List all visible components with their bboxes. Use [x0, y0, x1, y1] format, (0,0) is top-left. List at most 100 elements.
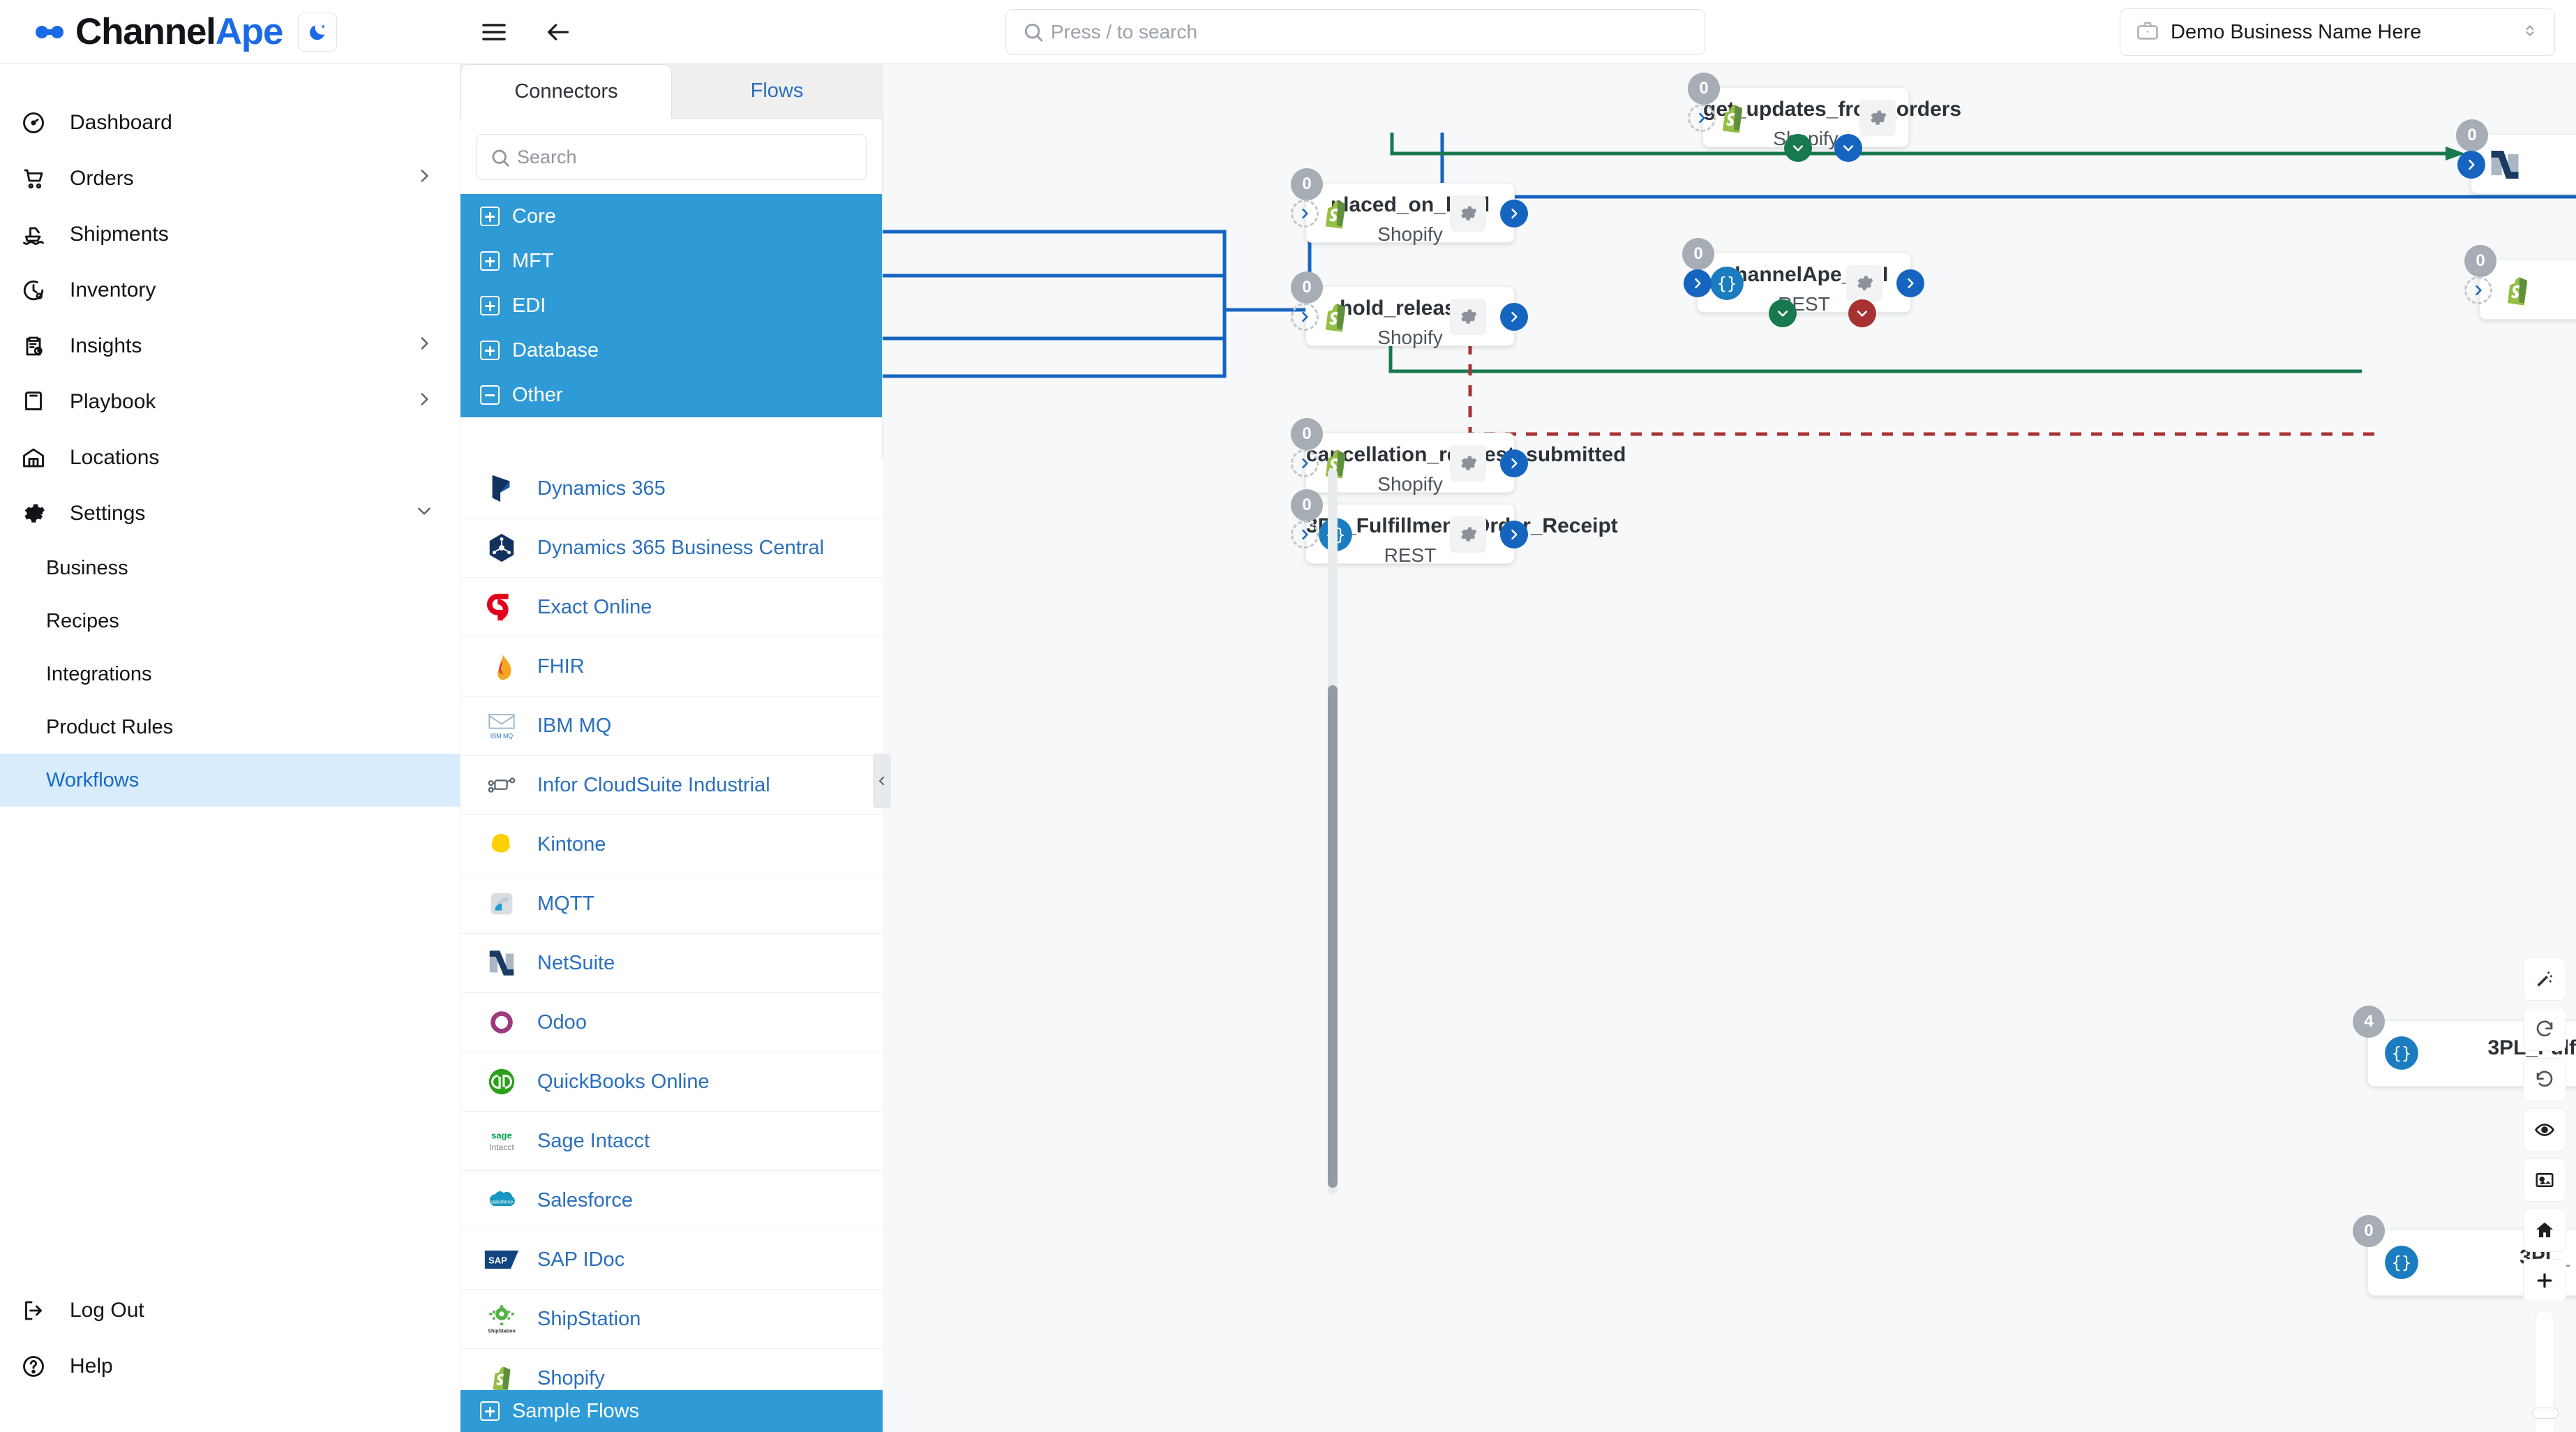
- node-input-port[interactable]: [1688, 104, 1716, 132]
- gear-icon[interactable]: [1859, 100, 1896, 136]
- speedometer-icon: [21, 110, 59, 135]
- connector-item-kintone[interactable]: Kintone: [460, 815, 883, 874]
- zoom-slider[interactable]: [2532, 1309, 2559, 1432]
- node-input-port[interactable]: [1291, 449, 1319, 477]
- connector-item-odoo[interactable]: Odoo: [460, 993, 883, 1052]
- connector-item-quickbooks-online[interactable]: QuickBooks Online: [460, 1052, 883, 1112]
- sidebar-item-dashboard[interactable]: Dashboard: [0, 95, 460, 151]
- tab-flows[interactable]: Flows: [672, 64, 882, 118]
- connector-item-netsuite[interactable]: NetSuite: [460, 934, 883, 993]
- node-input-port[interactable]: [2457, 151, 2485, 179]
- node-output-port[interactable]: [1896, 269, 1924, 297]
- sidebar-item-orders[interactable]: Orders: [0, 151, 460, 207]
- sidebar-item-help[interactable]: Help: [0, 1338, 460, 1394]
- connector-category-core[interactable]: Core: [460, 194, 882, 239]
- hamburger-menu-icon[interactable]: [473, 11, 515, 53]
- shopify-icon: [1714, 100, 1751, 136]
- connector-category-database[interactable]: Database: [460, 328, 882, 373]
- sidebar-item-log-out[interactable]: Log Out: [0, 1283, 460, 1338]
- node-netsuite-partial[interactable]: 0: [2456, 119, 2576, 194]
- node-output-port[interactable]: [1500, 449, 1528, 477]
- chevron-right-icon[interactable]: [415, 167, 433, 191]
- tab-connectors[interactable]: Connectors: [460, 64, 672, 119]
- gear-icon[interactable]: [1450, 299, 1486, 335]
- moon-icon[interactable]: [298, 12, 338, 52]
- connector-item-dynamics-365[interactable]: Dynamics 365: [460, 459, 883, 519]
- node-success-output-port[interactable]: [1784, 134, 1812, 162]
- chevron-right-icon[interactable]: [415, 390, 433, 414]
- connector-item-shopify[interactable]: Shopify: [460, 1349, 883, 1390]
- sidebar-item-shipments[interactable]: Shipments: [0, 207, 460, 262]
- connector-search-input[interactable]: [476, 134, 867, 180]
- zoom-slider-knob[interactable]: [2532, 1408, 2559, 1419]
- chevron-down-icon[interactable]: [415, 502, 433, 525]
- panel-collapse-handle[interactable]: [873, 754, 891, 808]
- sidebar-subitem-product-rules[interactable]: Product Rules: [0, 701, 460, 754]
- eye-icon[interactable]: [2523, 1108, 2566, 1151]
- sidebar-subitem-workflows[interactable]: Workflows: [0, 754, 460, 807]
- node-input-port[interactable]: [1291, 303, 1319, 331]
- chevron-right-icon[interactable]: [415, 334, 433, 358]
- gear-icon[interactable]: [1450, 195, 1486, 232]
- connector-item-dynamics-365-business-central[interactable]: Dynamics 365 Business Central: [460, 519, 883, 578]
- undo-icon[interactable]: [2523, 1058, 2566, 1101]
- connector-item-exact-online[interactable]: Exact Online: [460, 578, 883, 637]
- node-output-port[interactable]: [1500, 200, 1528, 228]
- connector-category-edi[interactable]: EDI: [460, 283, 882, 328]
- brand-logo-area[interactable]: ChannelApe: [0, 0, 460, 64]
- connector-scrollbar-thumb[interactable]: [1328, 685, 1338, 1188]
- connector-item-mqtt[interactable]: MQTT: [460, 874, 883, 934]
- search-input[interactable]: [1005, 9, 1705, 55]
- connector-item-infor-cloudsuite-industrial[interactable]: Infor CloudSuite Industrial: [460, 756, 883, 815]
- node-input-port[interactable]: [2464, 276, 2492, 304]
- node-input-port[interactable]: [1291, 521, 1319, 549]
- node-output-port[interactable]: [1500, 303, 1528, 331]
- sample-flows-category[interactable]: Sample Flows: [460, 1390, 883, 1432]
- node-shopify-partial[interactable]: 0: [2464, 245, 2576, 320]
- sidebar-subitem-recipes[interactable]: Recipes: [0, 595, 460, 648]
- gear-icon[interactable]: [1450, 516, 1486, 553]
- connector-category-mft[interactable]: MFT: [460, 239, 882, 283]
- node-secondary-output-port[interactable]: [1834, 134, 1862, 162]
- shopify-icon: [1317, 299, 1354, 335]
- gear-icon[interactable]: [1846, 265, 1882, 301]
- magic-wand-icon[interactable]: [2523, 957, 2566, 1001]
- sidebar-item-inventory[interactable]: Inventory: [0, 262, 460, 318]
- sidebar-item-insights[interactable]: Insights: [0, 318, 460, 374]
- back-arrow-icon[interactable]: [537, 11, 579, 53]
- node-error-output-port[interactable]: [1848, 299, 1876, 327]
- redo-icon[interactable]: [2523, 1008, 2566, 1051]
- business-selector[interactable]: Demo Business Name Here: [2120, 8, 2555, 56]
- node-input-port[interactable]: [1291, 200, 1319, 228]
- workflow-canvas[interactable]: 0 placed_on_hold Shopify 0 hold_released…: [883, 64, 2576, 1432]
- sidebar-item-playbook[interactable]: Playbook: [0, 374, 460, 430]
- connector-item-label: SAP IDoc: [537, 1248, 625, 1271]
- node-success-output-port[interactable]: [1769, 299, 1797, 327]
- node-get-updates-from-orders[interactable]: 0 get_updates_from_orders Shopify: [1688, 73, 1961, 162]
- connector-category-other[interactable]: Other: [460, 373, 882, 417]
- node-output-port[interactable]: [1500, 521, 1528, 549]
- sidebar-item-locations[interactable]: Locations: [0, 430, 460, 486]
- node-hold-released[interactable]: 0 hold_released Shopify: [1291, 271, 1528, 348]
- node-input-port[interactable]: [1684, 269, 1712, 297]
- sidebar-subitem-integrations[interactable]: Integrations: [0, 648, 460, 701]
- gear-icon[interactable]: [1450, 445, 1486, 482]
- node-placed-on-hold[interactable]: 0 placed_on_hold Shopify: [1291, 168, 1528, 245]
- connector-item-fhir[interactable]: FHIR: [460, 637, 883, 696]
- node-channelape-api[interactable]: 0 {} ChannelApe_API REST: [1682, 238, 1924, 327]
- node-3pl-fulfillment-order-receipt[interactable]: 0 {} 3PL_Fulfillment_Order_Receipt REST: [1291, 489, 1618, 566]
- sidebar-subitem-business[interactable]: Business: [0, 542, 460, 595]
- connectors-panel: Connectors Flows CoreMFTEDIDatabaseOther…: [460, 64, 1338, 1432]
- zoom-in-icon[interactable]: [2523, 1259, 2566, 1302]
- sidebar-item-settings[interactable]: Settings: [0, 486, 460, 542]
- node-cancellation-request-submitted[interactable]: 0 cancellation_request_submitted Shopify: [1291, 418, 1626, 495]
- home-icon[interactable]: [2523, 1209, 2566, 1252]
- fit-view-icon[interactable]: [2523, 1158, 2566, 1202]
